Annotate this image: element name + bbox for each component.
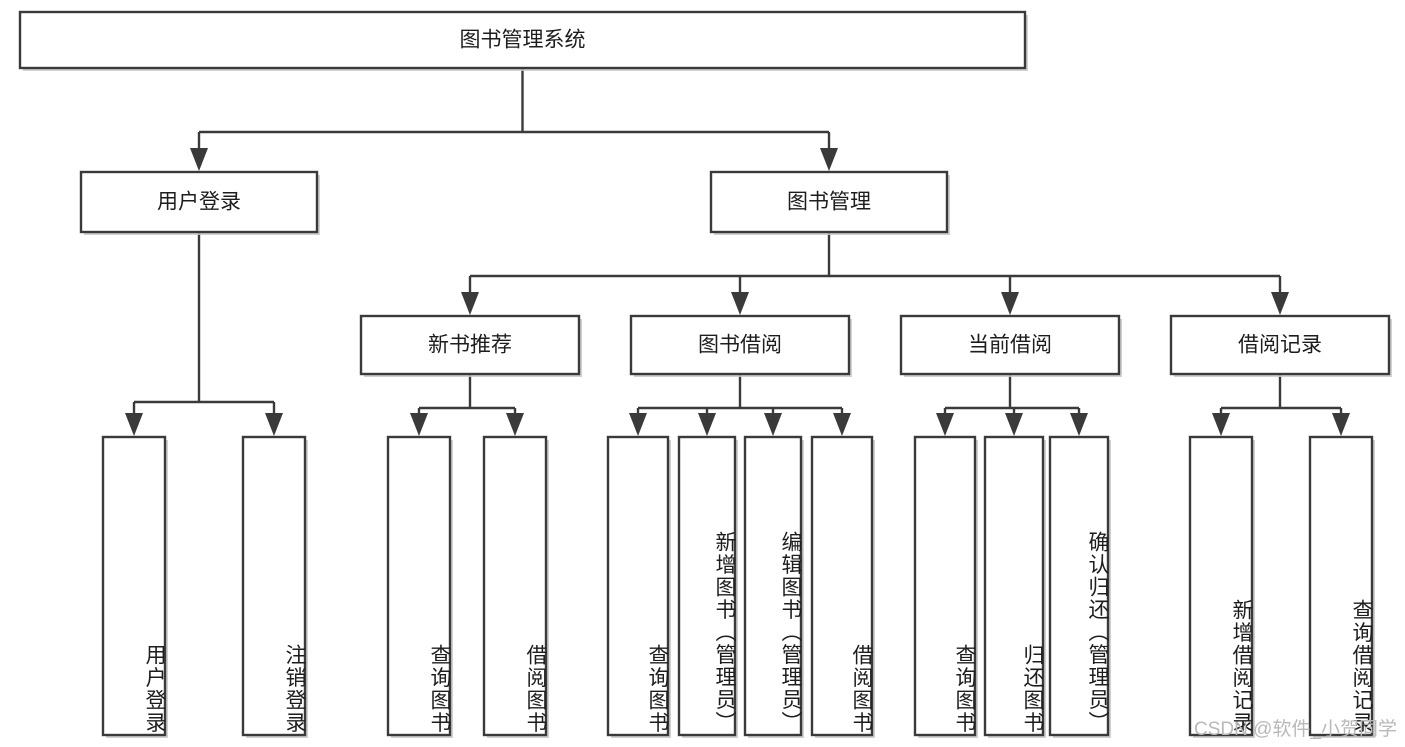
edge-arrowhead — [833, 413, 851, 436]
node-box-leaf-borrow-book-2[interactable] — [810, 435, 874, 737]
node-box-leaf-query-record[interactable] — [1308, 435, 1374, 737]
node-label-new-book-rec: 新书推荐 — [428, 334, 512, 357]
edges-layer — [125, 68, 1350, 436]
node-box-root[interactable] — [18, 10, 1027, 70]
node-box-user-login[interactable] — [79, 170, 319, 234]
node-box-leaf-add-record[interactable] — [1188, 435, 1254, 737]
edge-arrowhead — [1212, 413, 1230, 436]
node-box-leaf-query-book-3[interactable] — [913, 435, 977, 737]
node-box-leaf-logout[interactable] — [241, 435, 307, 737]
node-box-borrow-record[interactable] — [1169, 314, 1391, 376]
edge-arrowhead — [731, 292, 749, 315]
edge-arrowhead — [936, 413, 954, 436]
edge-arrowhead — [1005, 413, 1023, 436]
edge-arrowhead — [698, 413, 716, 436]
edge-arrowhead — [1001, 292, 1019, 315]
node-box-leaf-confirm-return[interactable] — [1048, 435, 1110, 737]
edge-arrowhead — [820, 148, 838, 171]
node-box-leaf-query-book-1[interactable] — [386, 435, 452, 737]
node-label-current-borrow: 当前借阅 — [968, 334, 1052, 357]
node-box-leaf-add-book[interactable] — [677, 435, 737, 737]
node-box-leaf-query-book-2[interactable] — [606, 435, 670, 737]
edge-arrowhead — [506, 413, 524, 436]
node-label-user-login: 用户登录 — [157, 191, 241, 214]
edge-arrowhead — [461, 292, 479, 315]
edge-arrowhead — [1271, 292, 1289, 315]
node-box-new-book-rec[interactable] — [359, 314, 581, 376]
node-box-leaf-edit-book[interactable] — [743, 435, 803, 737]
node-box-leaf-return-book[interactable] — [983, 435, 1045, 737]
boxes-layer — [18, 10, 1392, 738]
edge-arrowhead — [764, 413, 782, 436]
node-box-current-borrow[interactable] — [899, 314, 1121, 376]
node-box-book-borrow[interactable] — [629, 314, 851, 376]
edge-arrowhead — [190, 148, 208, 171]
edge-arrowhead — [125, 413, 143, 436]
node-box-book-manage[interactable] — [709, 170, 949, 234]
edge-arrowhead — [629, 413, 647, 436]
edge-arrowhead — [1070, 413, 1088, 436]
node-label-root: 图书管理系统 — [460, 29, 586, 52]
edge-arrowhead — [1332, 413, 1350, 436]
node-label-borrow-record: 借阅记录 — [1238, 334, 1322, 357]
node-label-book-manage: 图书管理 — [787, 191, 871, 214]
edge-arrowhead — [265, 413, 283, 436]
node-box-leaf-borrow-book-1[interactable] — [482, 435, 548, 737]
node-label-book-borrow: 图书借阅 — [698, 334, 782, 357]
edge-arrowhead — [410, 413, 428, 436]
node-box-leaf-user-login[interactable] — [101, 435, 167, 737]
